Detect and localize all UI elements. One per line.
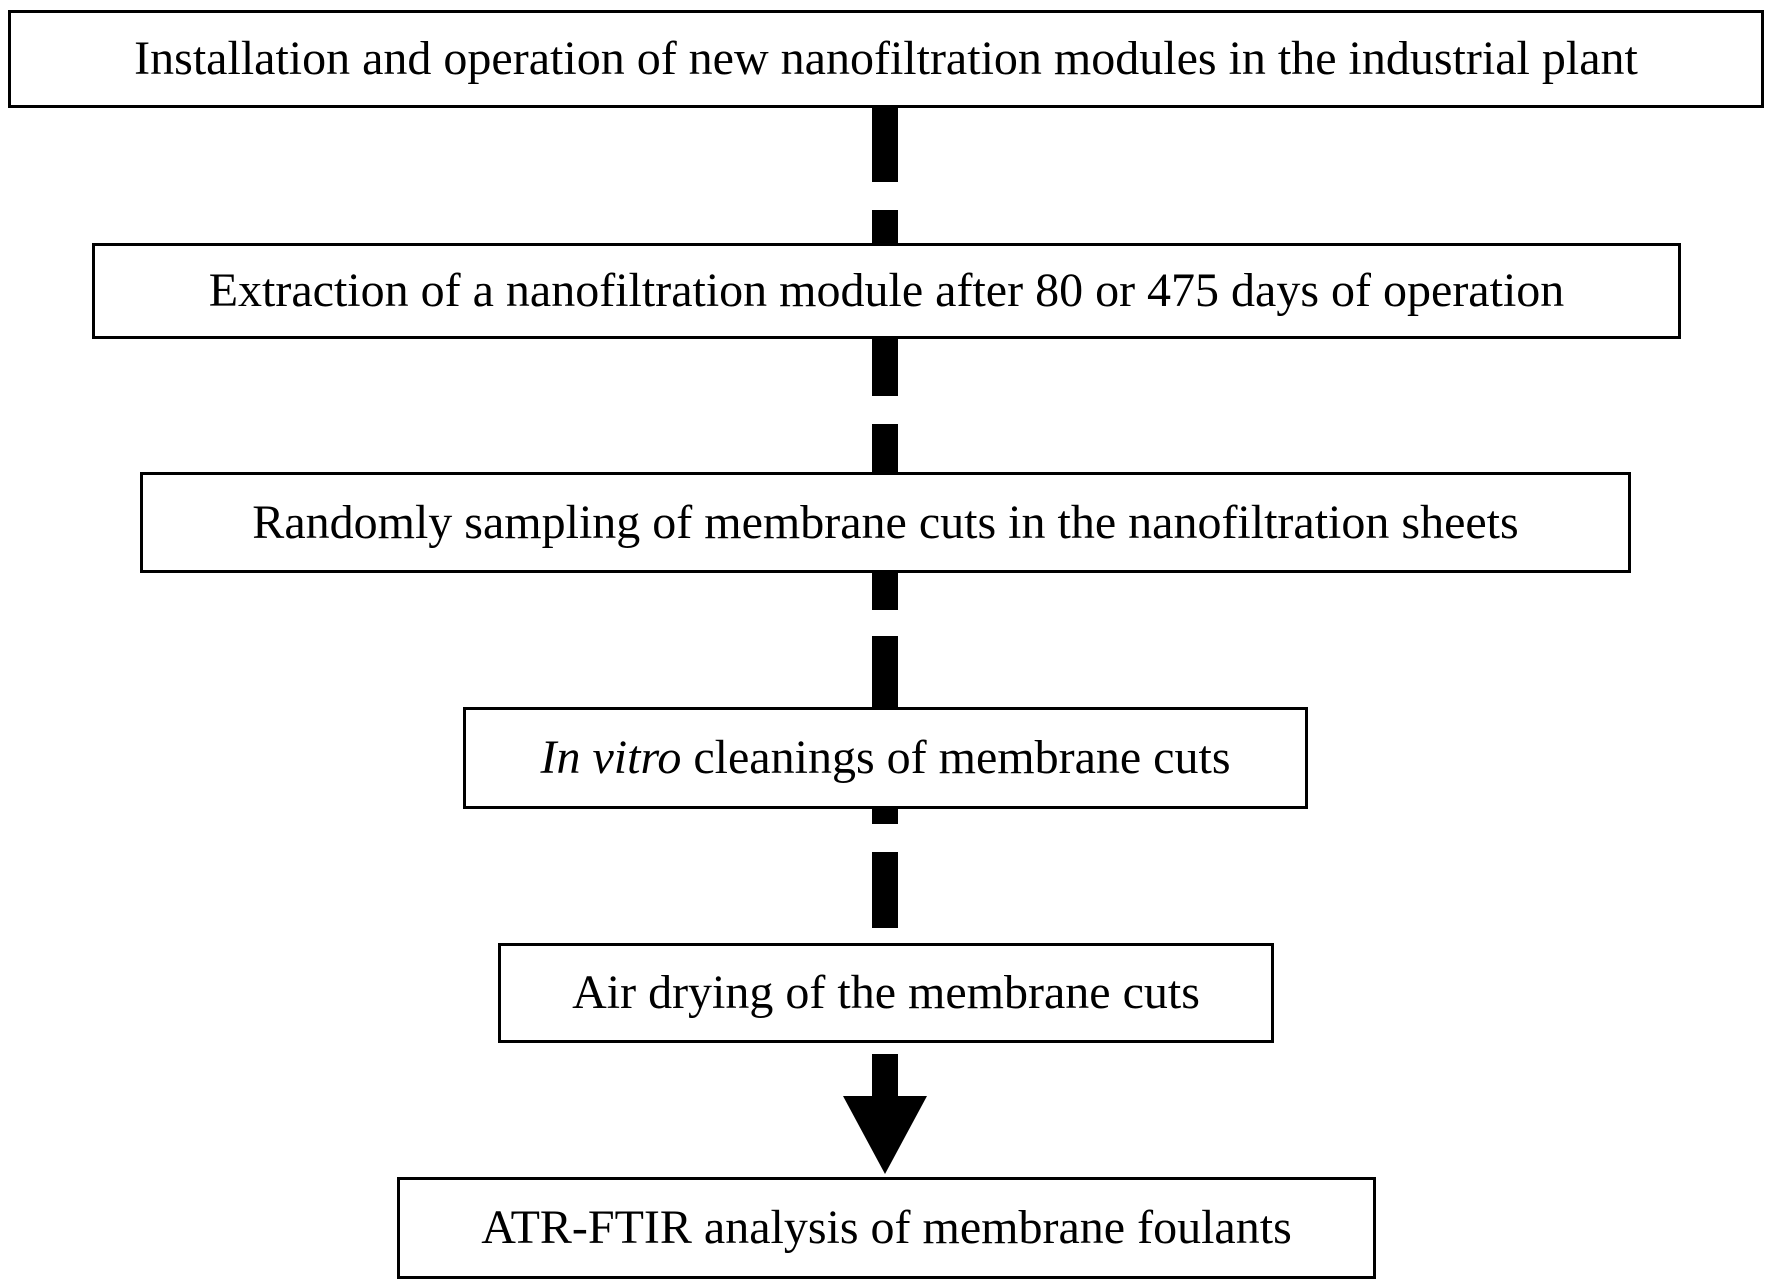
connector-dash [872, 570, 898, 610]
step-1-text: Installation and operation of new nanofi… [134, 32, 1638, 85]
down-arrow-icon [843, 1054, 927, 1174]
step-5-box: Air drying of the membrane cuts [498, 943, 1274, 1043]
step-4-text: cleanings of membrane cuts [681, 731, 1231, 784]
step-4-text-wrapper: In vitro cleanings of membrane cuts [541, 734, 1231, 782]
connector-dash [872, 852, 898, 928]
step-3-box: Randomly sampling of membrane cuts in th… [140, 472, 1631, 573]
step-6-box: ATR-FTIR analysis of membrane foulants [397, 1177, 1376, 1279]
step-1-box: Installation and operation of new nanofi… [8, 10, 1764, 108]
step-4-box: In vitro cleanings of membrane cuts [463, 707, 1308, 809]
connector-dash [872, 636, 898, 710]
connector-dash [872, 424, 898, 472]
step-2-box: Extraction of a nanofiltration module af… [92, 243, 1681, 339]
connector-dash [872, 336, 898, 396]
connector-dash [872, 210, 898, 246]
connector-dash [872, 806, 898, 824]
step-5-text: Air drying of the membrane cuts [572, 966, 1200, 1019]
step-4-italic-text: In vitro [540, 731, 682, 784]
step-6-text: ATR-FTIR analysis of membrane foulants [481, 1201, 1292, 1254]
step-3-text: Randomly sampling of membrane cuts in th… [252, 495, 1519, 549]
step-2-text: Extraction of a nanofiltration module af… [208, 264, 1565, 317]
connector-dash [872, 106, 898, 182]
